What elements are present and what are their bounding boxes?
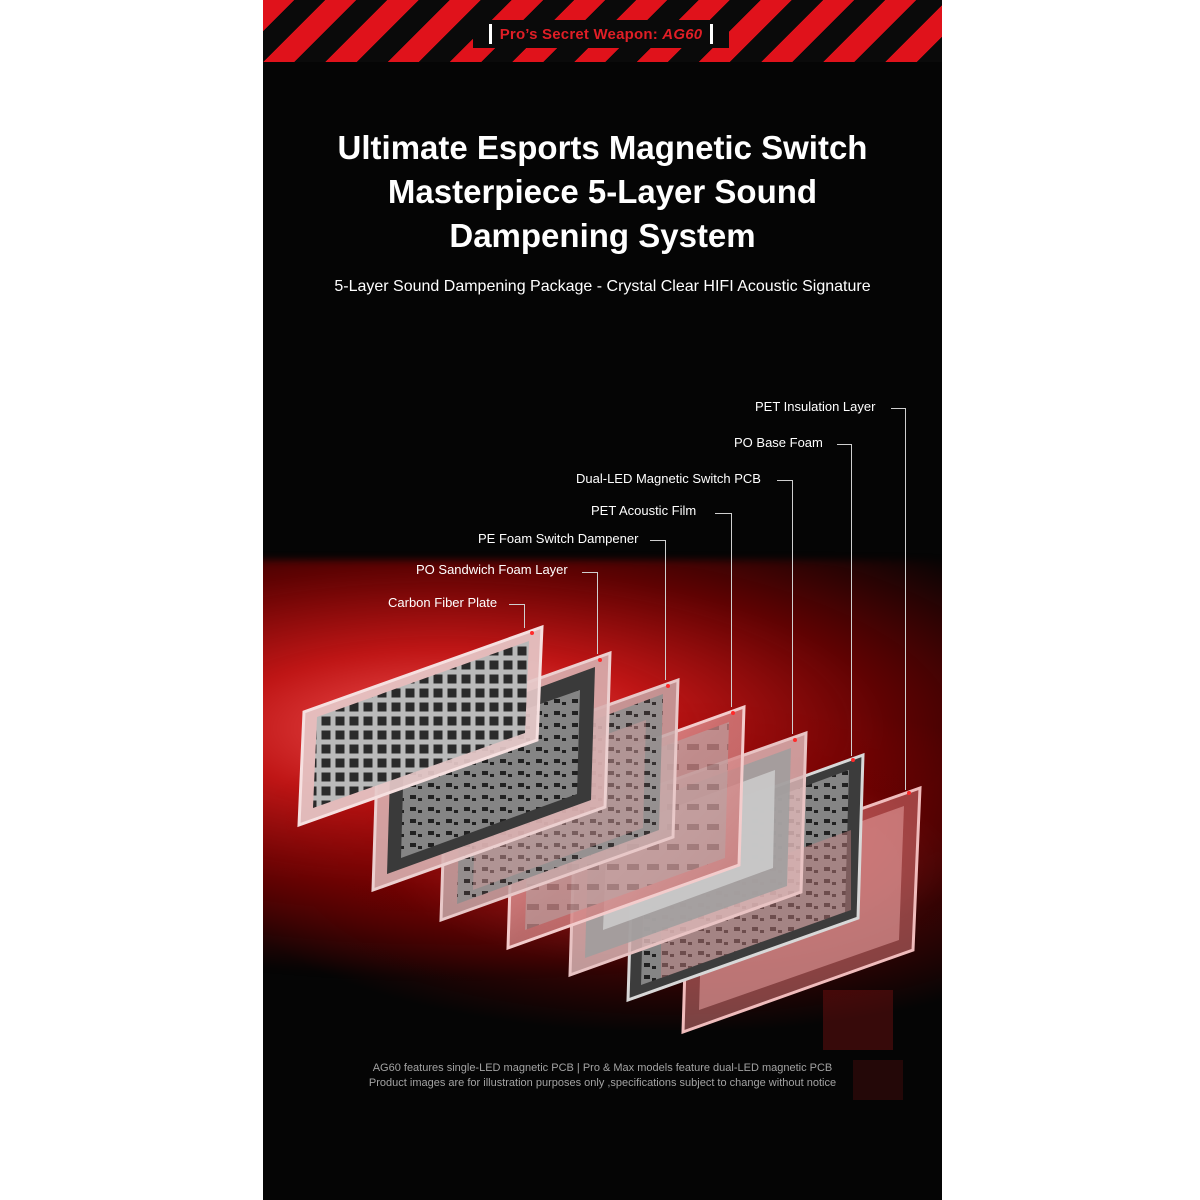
callout-po-base-foam: PO Base Foam (734, 435, 823, 450)
banner-text: Pro’s Secret Weapon: AG60 (500, 26, 703, 43)
keyboard-layer-stack (297, 624, 922, 1035)
leader-line (509, 604, 524, 605)
model-logo: AG60 (662, 25, 703, 43)
headline-line-1: Ultimate Esports Magnetic Switch (337, 129, 868, 166)
leader-line (582, 572, 597, 573)
footnote-line-1: AG60 features single-LED magnetic PCB | … (372, 1062, 833, 1074)
layer-carbon-fiber-plate (297, 624, 544, 828)
callout-pet-acoustic-film: PET Acoustic Film (591, 503, 697, 518)
leader-line (665, 540, 666, 680)
callout-carbon-fiber-plate: Carbon Fiber Plate (388, 595, 498, 610)
leader-line (891, 408, 905, 409)
headline-line-3: Dampening System (449, 217, 756, 254)
leader-line (792, 480, 793, 734)
banner-bar-right (710, 24, 714, 44)
headline-line-2: Masterpiece 5-Layer Sound (387, 173, 818, 210)
footnote-line-2: Product images are for illustration purp… (368, 1077, 837, 1089)
banner-prefix: Pro’s Secret Weapon: (499, 25, 663, 43)
leader-line (715, 513, 731, 514)
callout-pe-foam-switch-dampener: PE Foam Switch Dampener (478, 531, 639, 546)
callout-po-sandwich-foam-layer: PO Sandwich Foam Layer (416, 562, 568, 577)
headline: Ultimate Esports Magnetic Switch Masterp… (263, 126, 942, 258)
leader-line (650, 540, 665, 541)
leader-line (731, 513, 732, 707)
leader-line (524, 604, 525, 628)
banner-bar-left (488, 24, 492, 44)
decor-square (853, 1060, 903, 1100)
top-banner: Pro’s Secret Weapon: AG60 (473, 20, 729, 48)
decor-square (823, 990, 893, 1050)
callout-dual-led-magnetic-switch-pcb: Dual-LED Magnetic Switch PCB (576, 471, 761, 486)
leader-line (851, 444, 852, 756)
leader-line (837, 444, 851, 445)
footnote: AG60 features single-LED magnetic PCB | … (263, 1061, 942, 1091)
leader-line (905, 408, 906, 790)
subtitle: 5-Layer Sound Dampening Package - Crysta… (334, 278, 871, 295)
leader-line (597, 572, 598, 654)
leader-line (777, 480, 792, 481)
product-poster: Pro’s Secret Weapon: AG60 Ultimate Espor… (263, 0, 942, 1200)
callout-pet-insulation-layer: PET Insulation Layer (755, 399, 876, 414)
